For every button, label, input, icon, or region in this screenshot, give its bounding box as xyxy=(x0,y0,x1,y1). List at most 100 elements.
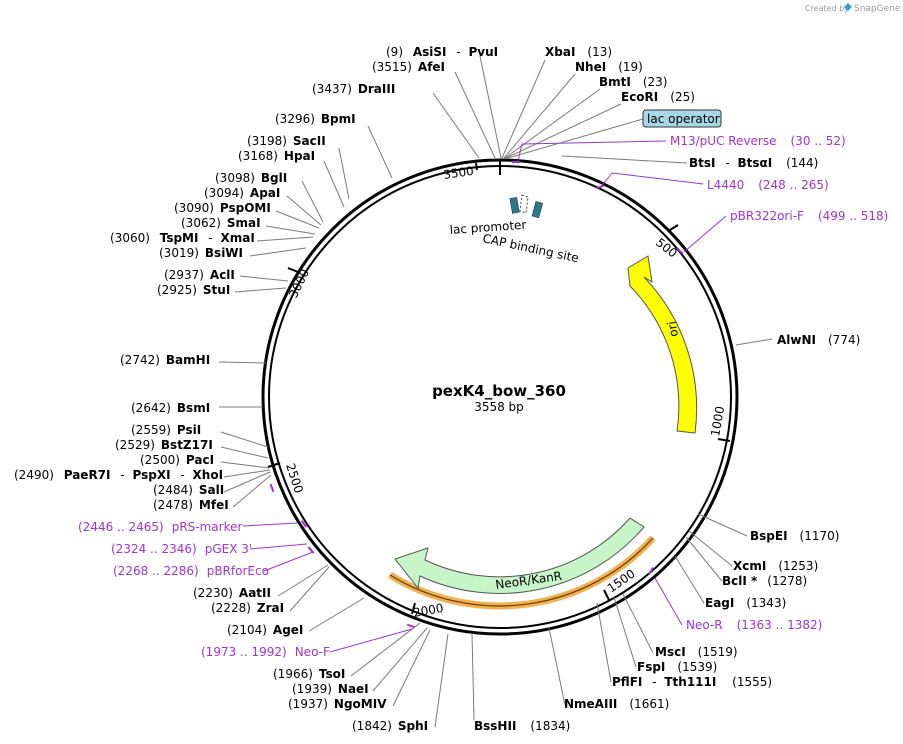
site-mfei: (2478)MfeI xyxy=(153,498,229,512)
snapgene-brand: SnapGene xyxy=(854,4,901,14)
lac-operator-label: lac operator xyxy=(647,112,720,126)
site-xcmi-num: (1253) xyxy=(778,559,818,573)
site-agei-num: (2104) xyxy=(227,623,267,637)
site-xbai: XbaI(13) xyxy=(545,45,612,59)
site-bsiwi: (3019)BsiWI xyxy=(159,246,243,260)
site-alwni-num: (774) xyxy=(828,333,860,347)
site-eagi-num: (1343) xyxy=(746,596,786,610)
site-psii: (2559) PsiI xyxy=(131,423,201,437)
site-fspi: FspI(1539) xyxy=(637,660,717,674)
primer-m13-name: M13/pUC Reverse xyxy=(670,134,777,148)
site-pspxi-sep: - xyxy=(180,468,184,482)
site-pspomi: (3090)PspOMI xyxy=(174,201,271,215)
site-pspomi-num: (3090) xyxy=(174,201,214,215)
primer-neo-f-range: (1973 .. 1992) xyxy=(201,645,287,659)
site-btsi-name: BtsI xyxy=(689,156,716,170)
site-paci: (2500)PacI xyxy=(140,453,214,467)
primer-prs-name: pRS-marker xyxy=(172,520,243,534)
primer-pgex-range: (2324 .. 2346) xyxy=(111,542,197,556)
site-fspi-name: FspI xyxy=(637,660,665,674)
site-btsi: BtsI - BtsαI (144) xyxy=(689,156,818,170)
primer-pbrforeco: (2268 .. 2286)pBRforEco xyxy=(113,564,269,578)
site-hpai: (3168)HpaI xyxy=(238,149,315,163)
site-bgli: (3098)BglI xyxy=(215,171,287,185)
site-bsshii-num: (1834) xyxy=(530,719,570,733)
primer-pbr322ori-range: (499 .. 518) xyxy=(818,209,888,223)
site-bmti-name: BmtI xyxy=(599,75,631,89)
site-agei: (2104)AgeI xyxy=(227,623,303,637)
site-bsiwi-num: (3019) xyxy=(159,246,199,260)
site-smai: (3062)SmaI xyxy=(181,216,261,230)
tick-label-3500: 3500 xyxy=(442,164,474,182)
site-pflfi: PflFI - Tth111I (1555) xyxy=(612,675,772,689)
site-eagi: EagI(1343) xyxy=(705,596,786,610)
site-btsai-name: BtsαI xyxy=(738,156,773,170)
site-msci-num: (1519) xyxy=(698,645,738,659)
site-zrai: (2228)ZraI xyxy=(211,601,284,615)
site-bcli-num: (1278) xyxy=(767,574,807,588)
neo-highlight-line xyxy=(389,537,654,607)
site-aatii-num: (2230) xyxy=(193,586,233,600)
tick-mark-2000 xyxy=(411,602,416,615)
site-aatii-name: AatII xyxy=(239,586,271,600)
site-hpai-name: HpaI xyxy=(284,149,315,163)
site-afei-num: (3515) xyxy=(372,60,412,74)
site-bsshii: BssHII(1834) xyxy=(474,719,570,733)
cap-site-label: CAP binding site xyxy=(481,231,580,265)
ori-arrow xyxy=(627,255,698,434)
site-bspei-num: (1170) xyxy=(800,529,840,543)
site-asisi: (9) AsiSI - PvuI xyxy=(386,45,498,59)
primer-prs-range: (2446 .. 2465) xyxy=(78,520,164,534)
site-sphi-num: (1842) xyxy=(352,719,392,733)
site-stui-name: StuI xyxy=(203,283,230,297)
site-bamhi: (2742)BamHI xyxy=(120,353,210,367)
site-psii-num: (2559) xyxy=(131,423,171,437)
site-alwni-name: AlwNI xyxy=(777,333,816,347)
site-tsoi-name: TsoI xyxy=(319,667,345,681)
site-psii-name: PsiI xyxy=(177,423,201,437)
site-sacii-num: (3198) xyxy=(247,134,287,148)
site-acli-num: (2937) xyxy=(164,268,204,282)
tick-label-2500: 2500 xyxy=(283,462,306,495)
primer-neo-f-name: Neo-F xyxy=(295,645,330,659)
site-xhoi-name: XhoI xyxy=(193,468,224,482)
plasmid-length: 3558 bp xyxy=(474,400,524,414)
site-ecori-num: (25) xyxy=(670,90,695,104)
site-xcmi: XcmI(1253) xyxy=(733,559,818,573)
site-bpmi-name: BpmI xyxy=(321,112,356,126)
site-afei: (3515)AfeI xyxy=(372,60,445,74)
site-ecori-name: EcoRI xyxy=(621,90,658,104)
site-tth111i-name: Tth111I xyxy=(664,675,716,689)
plasmid-name: pexK4_bow_360 xyxy=(432,382,566,400)
site-nhei: NheI(19) xyxy=(575,60,643,74)
cap-site-glyph xyxy=(531,201,543,219)
site-acli-name: AclI xyxy=(210,268,235,282)
site-asisi-sep: - xyxy=(456,45,460,59)
primer-pgex-3: (2324 .. 2346)pGEX 3' xyxy=(111,542,252,556)
primer-l4440-name: L4440 xyxy=(707,178,744,192)
site-paer7i: (2490) PaeR7I - PspXI - XhoI xyxy=(14,468,223,482)
tick-mark-1500 xyxy=(603,589,610,601)
site-bsmi-num: (2642) xyxy=(131,401,171,415)
site-bsmi-name: BsmI xyxy=(177,401,210,415)
lac-promoter-glyph xyxy=(509,197,520,214)
site-bgli-num: (3098) xyxy=(215,171,255,185)
site-sacii: (3198)SacII xyxy=(247,134,326,148)
site-bmti: BmtI (23) xyxy=(599,75,668,89)
site-aatii: (2230) AatII xyxy=(193,586,271,600)
site-xbai-num: (13) xyxy=(587,45,612,59)
site-tspmi-name: TspMI xyxy=(160,231,199,245)
site-alwni: AlwNI (774) xyxy=(777,333,860,347)
site-nhei-name: NheI xyxy=(575,60,606,74)
site-bspei-name: BspEI xyxy=(750,529,788,543)
site-tspmi: (3060) TspMI - XmaI xyxy=(110,231,255,245)
site-bmti-num: (23) xyxy=(643,75,668,89)
site-bcli-name: BclI * xyxy=(722,574,758,588)
primer-l4440-range: (248 .. 265) xyxy=(758,178,828,192)
lac-promoter-label: lac promoter xyxy=(449,218,527,237)
site-bstz17i-num: (2529) xyxy=(115,438,155,452)
tick-mark-3500 xyxy=(475,162,478,171)
site-tspmi-num: (3060) xyxy=(110,231,150,245)
site-naei-num: (1939) xyxy=(292,682,332,696)
site-bsmi: (2642) BsmI xyxy=(131,401,210,415)
